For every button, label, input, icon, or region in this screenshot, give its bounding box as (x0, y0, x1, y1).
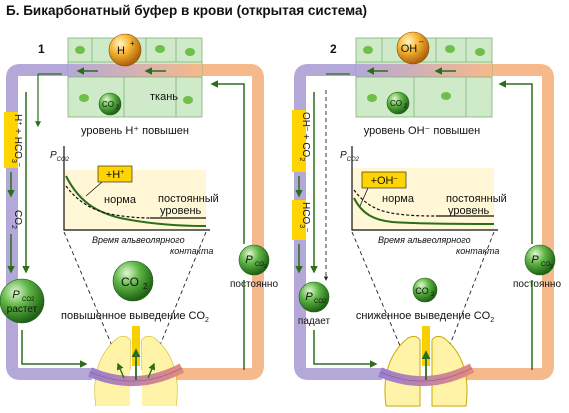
norm-label: норма (382, 193, 415, 205)
cell-nucleus (367, 94, 377, 102)
pco2-left-ball: P CO2 (298, 281, 330, 313)
y-axis-label: PCO2 (50, 150, 70, 163)
flow-arrow (313, 330, 378, 368)
cell-nucleus (475, 48, 485, 56)
svg-text:CO2: CO2 (22, 297, 35, 303)
curve-norm (65, 185, 151, 219)
svg-text:растет: растет (7, 304, 38, 315)
x-axis-label-1: Время альвеолярного (378, 235, 471, 245)
right-label: постоянно (513, 279, 561, 290)
steady-label-1: постоянный (446, 193, 507, 205)
right-label: постоянно (230, 279, 278, 290)
curve-label: +OH– (371, 175, 398, 187)
excretion-text: сниженное выведение CO2 (356, 310, 494, 324)
pco2-right-ball: P CO2 (524, 244, 556, 276)
y-axis-label: PCO2 (340, 150, 360, 163)
curve-shifted (65, 175, 207, 227)
steady-label-2: уровень (448, 205, 490, 217)
flow-arrow (21, 330, 88, 368)
panel-number: 1 (38, 42, 45, 56)
cell-nucleus (445, 45, 455, 53)
curve-label-box (361, 171, 407, 189)
svg-text:H+ + HCO3–: H+ + HCO3– (10, 114, 23, 167)
x-axis-label-1: Время альвеолярного (92, 235, 185, 245)
level-text: уровень H⁺ повышен (81, 125, 189, 137)
vessel-loop-arterial (172, 64, 264, 380)
excretion-text: повышенное выведение CO2 (61, 310, 209, 324)
svg-text:CO2: CO2 (541, 262, 553, 270)
svg-text:2: 2 (143, 282, 148, 291)
co2-big-ball: CO 2 (112, 260, 154, 302)
svg-text:CO2: CO2 (314, 299, 327, 305)
svg-text:HCO3–: HCO3– (298, 202, 311, 232)
chem-hco3-down: HCO3– (292, 200, 311, 240)
svg-text:CO2: CO2 (10, 210, 23, 229)
svg-text:2: 2 (116, 105, 120, 111)
left-ball-label: падает (298, 316, 331, 327)
flow-arrow (210, 80, 245, 244)
cell-nucleus (79, 94, 89, 102)
svg-text:–: – (419, 37, 424, 46)
x-axis-label-2: контакта (170, 246, 213, 256)
curve-label: +H+ (106, 169, 124, 181)
curve-shifted (353, 197, 495, 225)
co2-small-ball: CO 2 (412, 277, 438, 303)
curve-label-box (97, 165, 133, 183)
svg-text:CO: CO (121, 275, 139, 289)
vessel-loop-arterial (460, 64, 554, 380)
panel-acid: 1 H + CO 2 ткань уровень H⁺ повышен H+ +… (0, 33, 278, 407)
cell-nucleus (75, 46, 85, 54)
h-ion-ball: H + (108, 33, 142, 67)
cell-nucleus (441, 92, 451, 100)
cell-nucleus (363, 46, 373, 54)
pco2-right-ball: P CO2 (238, 244, 270, 276)
steady-label-1: постоянный (158, 193, 219, 205)
svg-text:CO: CO (102, 100, 114, 109)
tissue-block (67, 37, 203, 118)
focus-lines (63, 231, 207, 361)
flow-arrow (498, 80, 533, 244)
figure-title: Б. Бикарбонатный буфер в крови (открытая… (6, 3, 367, 18)
level-text: уровень OH⁻ повышен (364, 125, 481, 137)
pco2-left-ball: P CO2 растет (0, 278, 45, 324)
pco2-graph-1: PCO2 +H+ норма постоянный уровень Время … (50, 146, 219, 256)
svg-text:CO2: CO2 (255, 262, 267, 270)
oh-ion-ball: OH – (396, 31, 430, 65)
lungs-icon (88, 326, 185, 407)
curve-norm (353, 189, 437, 217)
pco2-graph-2: PCO2 +OH– норма постоянный уровень Время… (340, 146, 507, 256)
svg-text:OH– + CO2: OH– + CO2 (298, 112, 311, 161)
chem-co2-down: CO2 (10, 210, 23, 229)
lungs-icon (378, 326, 475, 407)
svg-text:P: P (245, 254, 253, 266)
svg-text:CO: CO (390, 99, 402, 108)
svg-text:H: H (117, 45, 125, 57)
svg-text:2: 2 (404, 104, 408, 110)
norm-label: норма (104, 194, 137, 206)
co2-tissue-ball: CO 2 (98, 92, 122, 116)
svg-text:2: 2 (431, 292, 435, 298)
vessel-loop-venous (6, 64, 92, 380)
svg-text:P: P (531, 254, 539, 266)
focus-lines (351, 231, 495, 361)
cell-nucleus (155, 45, 165, 53)
svg-text:+: + (130, 39, 135, 48)
svg-text:OH: OH (401, 43, 418, 55)
chem-oh-plus-co2: OH– + CO2 (292, 110, 311, 172)
svg-text:P: P (12, 289, 20, 301)
svg-text:CO: CO (415, 286, 429, 296)
cell-nucleus (185, 48, 195, 56)
co2-tissue-ball: CO 2 (386, 91, 410, 115)
chem-h-plus-hco3: H+ + HCO3– (4, 112, 23, 168)
cell-nucleus (183, 96, 193, 104)
steady-label-2: уровень (160, 205, 202, 217)
svg-text:P: P (305, 291, 313, 303)
panel-base: 2 OH – CO 2 уровень OH⁻ повышен OH– + CO… (292, 31, 561, 407)
x-axis-label-2: контакта (456, 246, 499, 256)
tissue-label: ткань (150, 91, 178, 103)
panel-number: 2 (330, 42, 337, 56)
